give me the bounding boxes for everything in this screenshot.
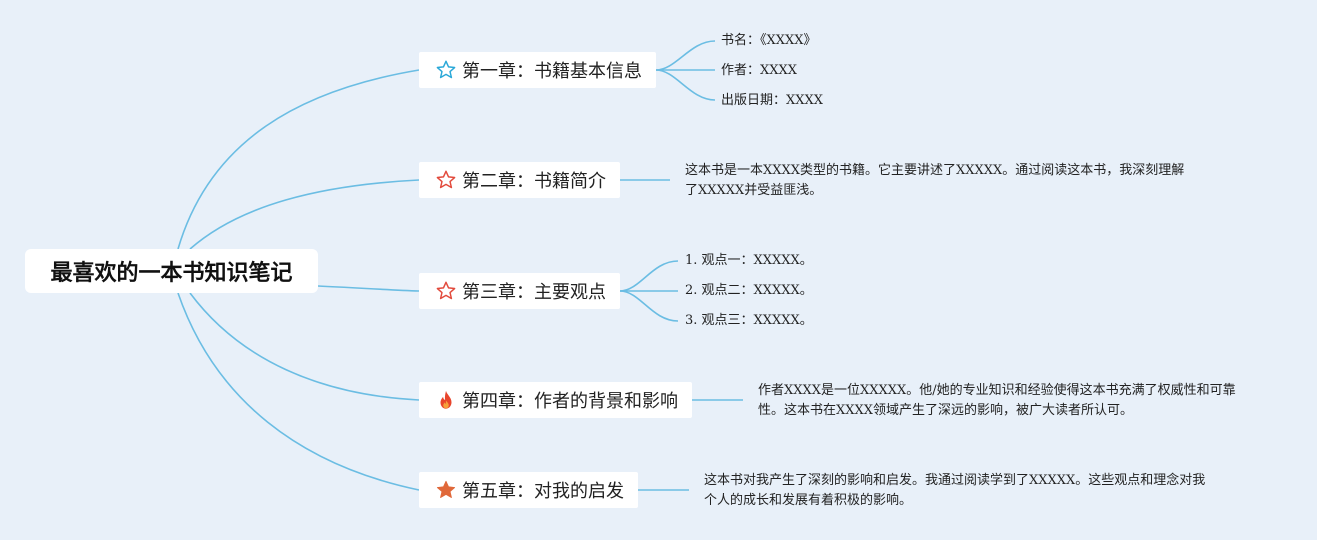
star-outline-red-icon <box>435 169 457 191</box>
chapter-5-title: 第五章：对我的启发 <box>462 481 624 502</box>
chapter-3-item-2: 2. 观点二：XXXXX。 <box>685 283 813 298</box>
connector-root-chapter-4 <box>189 292 420 401</box>
chapter-node-5[interactable]: 第五章：对我的启发 <box>419 472 638 508</box>
chapter-node-2[interactable]: 第二章：书籍简介 <box>419 162 620 198</box>
chapter-3-title: 第三章：主要观点 <box>462 282 606 303</box>
star-outline-red-icon <box>435 280 457 302</box>
chapter-node-1[interactable]: 第一章：书籍基本信息 <box>419 52 656 88</box>
fire-icon <box>435 389 457 411</box>
chapter-1-item-3: 出版日期：XXXX <box>721 93 824 108</box>
connector-root-chapter-5 <box>177 292 420 491</box>
chapter-5-text: 这本书对我产生了深刻的影响和启发。我通过阅读学到了XXXXX。这些观点和理念对我… <box>704 473 1206 508</box>
star-filled-orange-icon <box>435 479 457 501</box>
chapter-1-item-1: 书名：《XXXX》 <box>721 33 817 48</box>
chapter-4-text: 作者XXXX是一位XXXXX。他/她的专业知识和经验使得这本书充满了权威性和可靠… <box>758 383 1236 418</box>
chapter-1-title: 第一章：书籍基本信息 <box>462 61 642 82</box>
chapter-2-title: 第二章：书籍简介 <box>462 171 606 192</box>
chapter-4-title: 第四章：作者的背景和影响 <box>462 391 678 412</box>
connector-root-chapter-2 <box>189 179 420 250</box>
chapter-node-4[interactable]: 第四章：作者的背景和影响 <box>419 382 692 418</box>
chapter-3-item-3: 3. 观点三：XXXXX。 <box>685 313 813 328</box>
connector-chapter-3-item-1 <box>619 260 679 292</box>
connector-root-chapter-1 <box>177 69 420 250</box>
root-node[interactable]: 最喜欢的一本书知识笔记 <box>25 249 318 293</box>
chapter-3-item-1: 1. 观点一：XXXXX。 <box>685 253 813 268</box>
connector-root-chapter-3 <box>317 285 420 292</box>
chapter-node-3[interactable]: 第三章：主要观点 <box>419 273 620 309</box>
chapter-2-text: 这本书是一本XXXX类型的书籍。它主要讲述了XXXXX。通过阅读这本书，我深刻理… <box>685 163 1185 198</box>
connector-chapter-1-item-1 <box>655 40 716 71</box>
connector-chapter-3-item-3 <box>619 290 679 322</box>
chapter-1-item-2: 作者：XXXX <box>721 63 798 78</box>
connector-chapter-1-item-3 <box>655 69 716 101</box>
root-title: 最喜欢的一本书知识笔记 <box>50 261 293 286</box>
star-outline-blue-icon <box>435 59 457 81</box>
